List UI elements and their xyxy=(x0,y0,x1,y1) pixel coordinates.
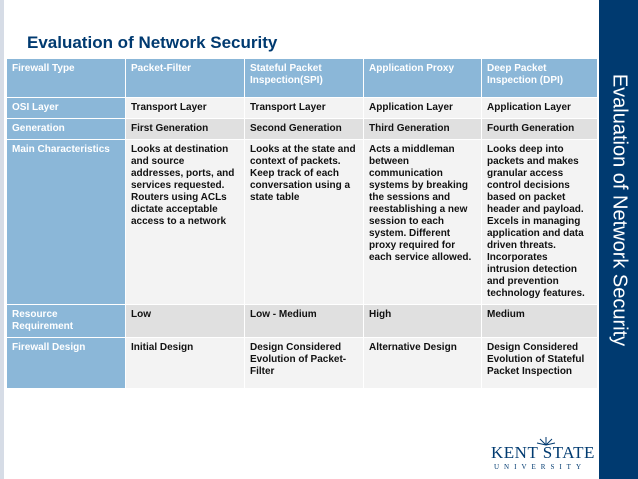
firewall-comparison-table: Firewall Type Packet-Filter Stateful Pac… xyxy=(6,58,598,389)
table-cell: Acts a middleman between communication s… xyxy=(363,139,482,305)
table-header-row: Firewall Type Packet-Filter Stateful Pac… xyxy=(6,58,598,98)
table-row-osi-layer: OSI Layer Transport Layer Transport Laye… xyxy=(6,97,598,119)
table-row-generation: Generation First Generation Second Gener… xyxy=(6,118,598,140)
table-row-firewall-design: Firewall Design Initial Design Design Co… xyxy=(6,337,598,389)
row-label-osi-layer: OSI Layer xyxy=(6,97,126,119)
table-cell: High xyxy=(363,304,482,338)
row-label-main-characteristics: Main Characteristics xyxy=(6,139,126,305)
table-cell: First Generation xyxy=(125,118,245,140)
header-cell-application-proxy: Application Proxy xyxy=(363,58,482,98)
logo-rays-icon xyxy=(536,437,556,446)
table-row-main-characteristics: Main Characteristics Looks at destinatio… xyxy=(6,139,598,305)
table-cell: Looks at destination and source addresse… xyxy=(125,139,245,305)
logo-wordmark: KENT STATE xyxy=(491,443,595,462)
table-cell: Third Generation xyxy=(363,118,482,140)
table-cell: Design Considered Evolution of Packet-Fi… xyxy=(244,337,364,389)
table-cell: Second Generation xyxy=(244,118,364,140)
table-cell: Looks at the state and context of packet… xyxy=(244,139,364,305)
row-label-resource-requirement: Resource Requirement xyxy=(6,304,126,338)
header-cell-dpi: Deep Packet Inspection (DPI) xyxy=(481,58,598,98)
header-cell-spi: Stateful Packet Inspection(SPI) xyxy=(244,58,364,98)
table-cell: Low - Medium xyxy=(244,304,364,338)
table-cell: Application Layer xyxy=(363,97,482,119)
table-cell: Transport Layer xyxy=(244,97,364,119)
title-sidebar xyxy=(599,0,638,479)
table-cell: Initial Design xyxy=(125,337,245,389)
row-label-firewall-design: Firewall Design xyxy=(6,337,126,389)
header-cell-firewall-type: Firewall Type xyxy=(6,58,126,98)
kent-state-logo: KENT STATE UNIVERSITY xyxy=(484,436,594,472)
row-label-generation: Generation xyxy=(6,118,126,140)
header-cell-packet-filter: Packet-Filter xyxy=(125,58,245,98)
table-row-resource-requirement: Resource Requirement Low Low - Medium Hi… xyxy=(6,304,598,338)
sidebar-title: Evaluation of Network Security xyxy=(608,73,631,347)
table-cell: Transport Layer xyxy=(125,97,245,119)
table-cell: Looks deep into packets and makes granul… xyxy=(481,139,598,305)
table-cell: Design Considered Evolution of Stateful … xyxy=(481,337,598,389)
logo-subtitle: UNIVERSITY xyxy=(494,463,586,471)
table-cell: Low xyxy=(125,304,245,338)
table-cell: Alternative Design xyxy=(363,337,482,389)
left-edge-rule xyxy=(0,0,4,479)
slide-title: Evaluation of Network Security xyxy=(27,33,278,52)
table-cell: Medium xyxy=(481,304,598,338)
table-cell: Fourth Generation xyxy=(481,118,598,140)
table-cell: Application Layer xyxy=(481,97,598,119)
